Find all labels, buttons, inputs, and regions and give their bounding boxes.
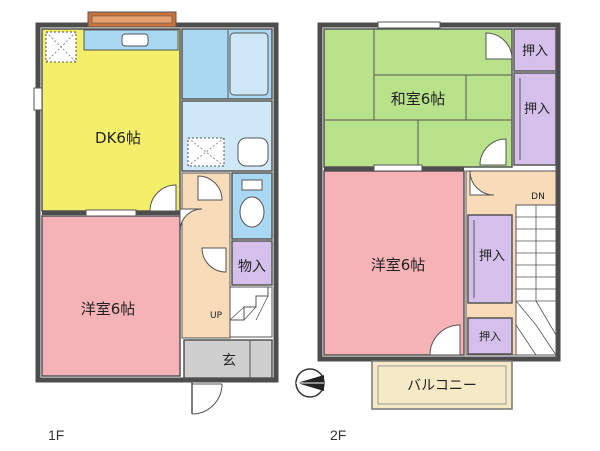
closet-low-label: 押入 — [479, 329, 501, 343]
door-swing-icon — [149, 184, 177, 212]
closet-mid-label: 押入 — [479, 249, 505, 264]
window-west-room-floor2 — [373, 164, 423, 172]
door-swing-icon — [429, 324, 461, 356]
dk-room-label: DK6帖 — [95, 129, 141, 147]
closet-mid — [467, 214, 513, 304]
western-room-floor1-label: 洋室6帖 — [81, 300, 136, 318]
closet-side-label: 押入 — [524, 102, 550, 117]
bathtub-icon — [229, 32, 269, 96]
closet-side — [513, 72, 557, 166]
storage-label: 物入 — [238, 259, 266, 275]
entrance-label: 玄 — [222, 352, 236, 369]
floor-2: 和室6帖 押入 押入 洋室6帖 押入 押入 — [317, 21, 561, 443]
door-swing-icon — [201, 247, 227, 273]
window-west-room — [85, 209, 137, 217]
entrance-door-icon — [191, 380, 223, 415]
door-swing-icon — [197, 175, 223, 201]
door-swing-icon — [469, 170, 495, 196]
western-room-floor2-label: 洋室6帖 — [371, 256, 426, 274]
closet-low — [467, 317, 513, 355]
floor-1: DK6帖 物入 UP 玄 — [33, 11, 279, 443]
storage-closet — [231, 240, 273, 286]
basin-icon — [237, 137, 269, 167]
stairs-floor2 — [515, 204, 557, 356]
stairs-floor1 — [229, 286, 273, 338]
balcony — [371, 360, 513, 410]
floor2-label: 2F — [330, 427, 346, 443]
washer-icon — [187, 137, 225, 167]
balcony-label: バルコニー — [407, 378, 477, 394]
door-swing-icon — [479, 138, 507, 166]
closet-top — [513, 28, 557, 72]
stairs-down-label: DN — [531, 192, 545, 202]
western-room-floor2 — [323, 170, 465, 356]
closet-top-label: 押入 — [522, 44, 548, 59]
window-japanese-room — [377, 21, 441, 29]
western-room-floor1 — [41, 215, 181, 377]
toilet-icon — [239, 196, 265, 228]
window-left — [33, 87, 43, 111]
sink-icon — [121, 33, 149, 47]
door-swing-icon — [179, 208, 203, 232]
door-swing-icon — [485, 32, 513, 60]
compass-icon — [295, 368, 325, 398]
japanese-room-label: 和室6帖 — [391, 90, 446, 108]
stairs-up-label: UP — [210, 311, 223, 321]
floor1-label: 1F — [48, 427, 64, 443]
entrance — [183, 339, 273, 379]
